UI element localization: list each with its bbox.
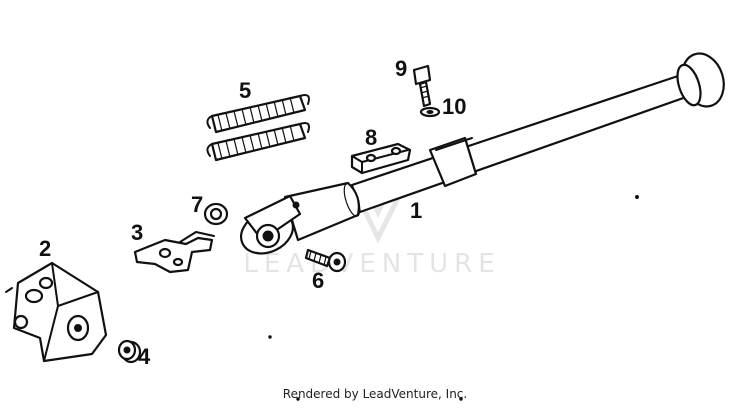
part-side-stand-leg[interactable]	[234, 48, 730, 261]
part-return-springs[interactable]	[206, 94, 310, 162]
callout-1: 1	[410, 198, 422, 223]
part-washer[interactable]	[419, 106, 441, 118]
callout-2: 2	[39, 236, 51, 261]
callout-4: 4	[138, 344, 151, 369]
footer-credit: Rendered by LeadVenture, Inc.	[282, 387, 468, 401]
watermark-text: LEADVENTURE	[243, 249, 500, 279]
part-nut[interactable]	[203, 202, 229, 226]
part-small-bolt[interactable]	[412, 64, 432, 108]
callout-9: 9	[395, 56, 407, 81]
callout-3: 3	[131, 220, 143, 245]
callout-5: 5	[239, 78, 251, 103]
part-stopper-block[interactable]	[350, 142, 412, 175]
callout-7: 7	[191, 192, 203, 217]
part-bushing[interactable]	[117, 339, 142, 364]
part-mounting-bracket[interactable]	[5, 261, 108, 363]
part-stand-plate[interactable]	[133, 230, 215, 274]
callout-10: 10	[442, 94, 466, 119]
callout-8: 8	[365, 125, 377, 150]
stray-marks	[268, 195, 639, 401]
callout-6: 6	[312, 268, 324, 293]
part-pivot-bolt[interactable]	[304, 248, 347, 273]
